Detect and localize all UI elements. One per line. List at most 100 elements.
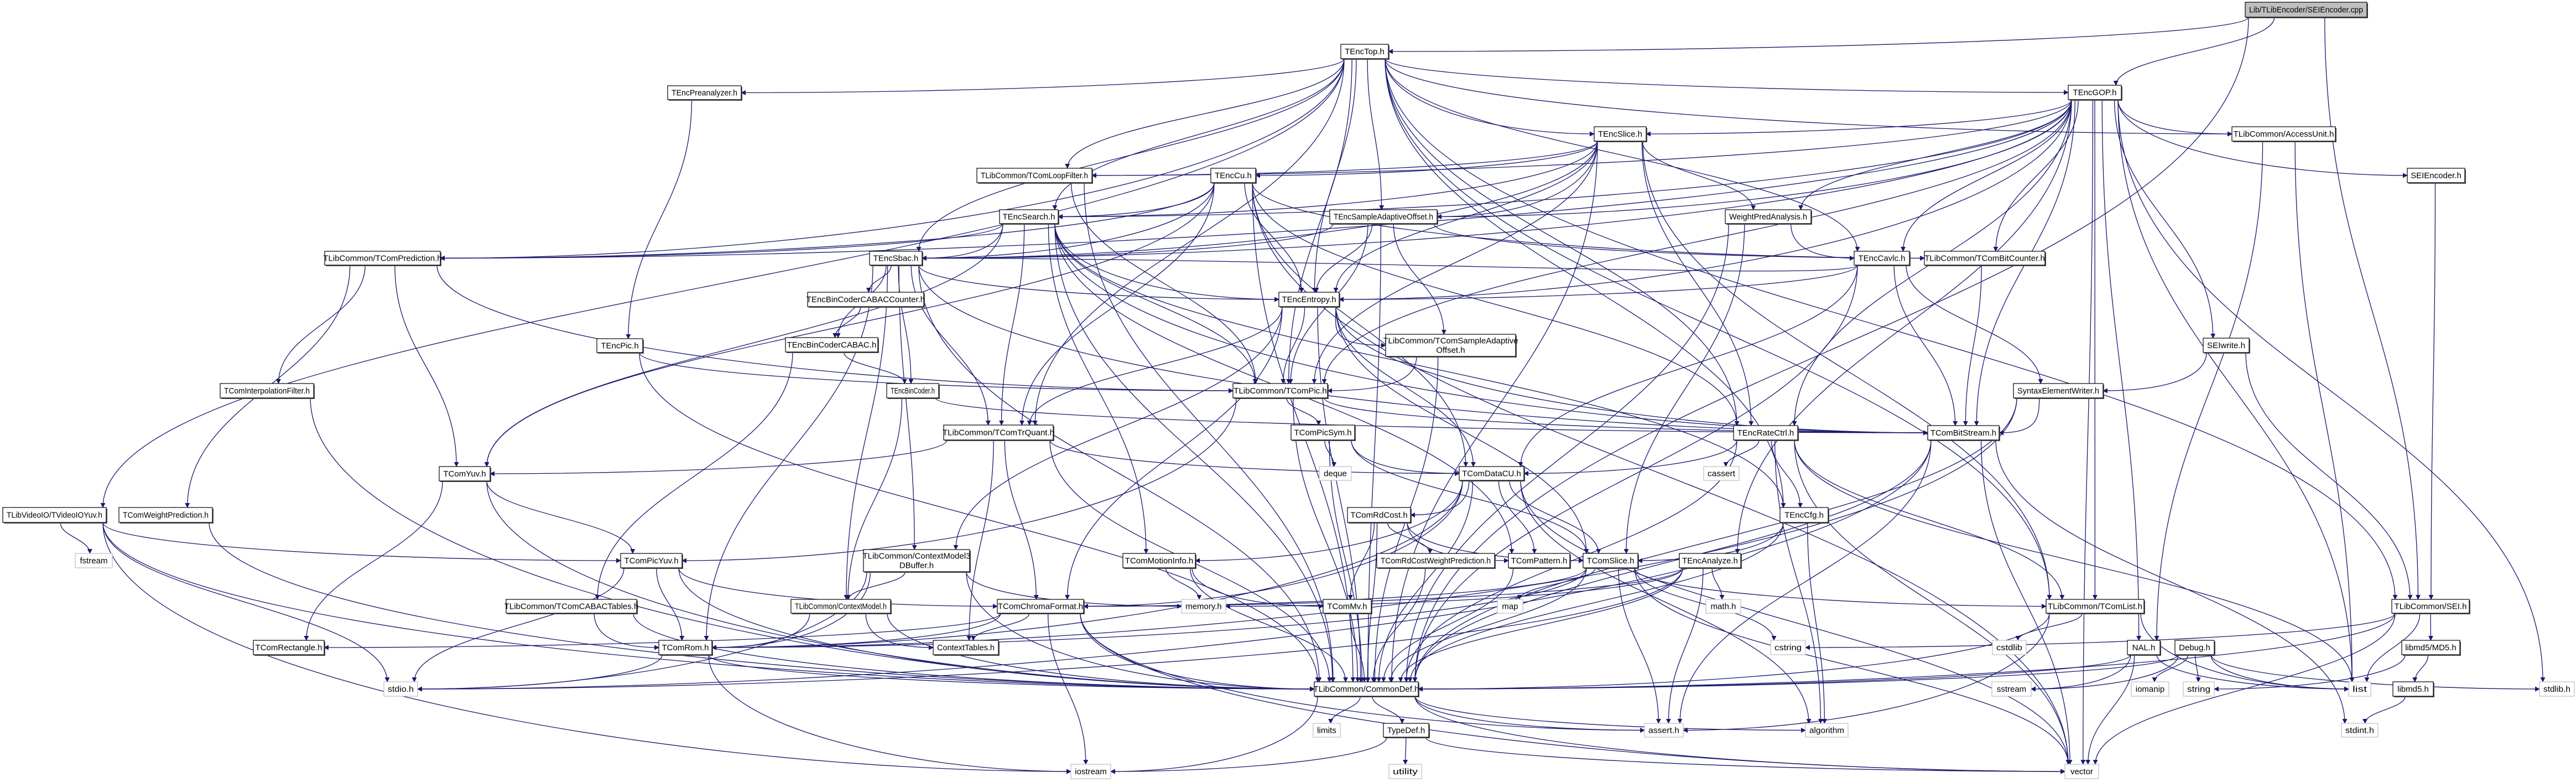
node-tencsampleadaptiveoffset-h[interactable]: TEncSampleAdaptiveOffset.h <box>1329 209 1438 225</box>
edge-ratectrl-to-algorithm <box>1774 439 1823 724</box>
node-label: stdlib.h <box>2543 685 2570 694</box>
node-tenctop-h[interactable]: TEncTop.h <box>1340 44 1390 60</box>
node-tencslice-h[interactable]: TEncSlice.h <box>1594 126 1647 142</box>
edge-top-to-slice <box>1385 58 1595 137</box>
node-label: TComMotionInfo.h <box>1125 556 1193 566</box>
node-lib-tlibencoder-seiencoder-cpp[interactable]: Lib/TLibEncoder/SEIEncoder.cpp <box>2245 2 2368 18</box>
edge-gop-to-search <box>1058 99 2072 219</box>
node-label: TEncGOP.h <box>2073 88 2117 97</box>
node-tenccavlc-h[interactable]: TEncCavlc.h <box>1854 251 1911 266</box>
node-label: ContextTables.h <box>937 643 995 652</box>
edge-search-to-pred <box>440 223 1003 261</box>
node-tcomslice-h[interactable]: TComSlice.h <box>1583 553 1639 569</box>
node-box <box>2401 640 2460 655</box>
edge-gop-to-seienc <box>2117 99 2408 178</box>
node-label: list <box>2353 685 2367 694</box>
node-weightpredanalysis-h[interactable]: WeightPredAnalysis.h <box>1725 209 1812 225</box>
node-tcompicsym-h[interactable]: TComPicSym.h <box>1290 424 1356 441</box>
node-seiwrite-h[interactable]: SEIwrite.h <box>2203 338 2250 354</box>
node-tencpreanalyzer-h[interactable]: TEncPreanalyzer.h <box>667 85 742 101</box>
edge-debug-to-stdlib <box>2210 654 2540 692</box>
edge-tvideo-to-fstream <box>60 522 92 554</box>
node-tencbincodercabac-h[interactable]: TEncBinCoderCABAC.h <box>785 337 879 353</box>
node-tlibcommon-contextmodel-h[interactable]: TLibCommon/ContextModel.h <box>790 599 892 614</box>
node-tencpic-h[interactable]: TEncPic.h <box>596 338 644 354</box>
node-tencsbac-h[interactable]: TEncSbac.h <box>869 251 923 266</box>
edge-chroma-to-iostream <box>1048 613 1089 765</box>
node-tcomrom-h[interactable]: TComRom.h <box>658 640 713 656</box>
edge-compic-to-commondef <box>1293 397 1360 682</box>
edge-pic-to-compic <box>639 352 1234 393</box>
node-tencentropy-h[interactable]: TEncEntropy.h <box>1278 292 1340 308</box>
edge-loop-to-commondef <box>1084 182 1336 682</box>
node-box <box>1314 681 1419 697</box>
node-tencgop-h[interactable]: TEncGOP.h <box>2068 85 2122 101</box>
node-tcomrectangle-h[interactable]: TComRectangle.h <box>253 640 325 656</box>
node-debug-h[interactable]: Debug.h <box>2174 640 2215 656</box>
node-tlibcommon-tcompic-h[interactable]: TLibCommon/TComPic.h <box>1232 383 1329 399</box>
node-box <box>1122 553 1196 568</box>
node-box <box>2046 599 2145 614</box>
node-box <box>1232 383 1328 398</box>
node-tlibvideoio-tvideoioyuv-h[interactable]: TLibVideoIO/TVideoIOYuv.h <box>2 507 107 524</box>
node-tenccu-h[interactable]: TEncCu.h <box>1210 168 1257 184</box>
node-stdio-h: stdio.h <box>383 681 418 697</box>
edge-analyze-to-math <box>1711 567 1725 600</box>
node-tlibcommon-tcomtrquant-h[interactable]: TLibCommon/TComTrQuant.h <box>943 424 1054 441</box>
node-tenccfg-h[interactable]: TEncCfg.h <box>1779 507 1829 524</box>
node-libmd5-md5-h[interactable]: libmd5/MD5.h <box>2401 640 2461 656</box>
node-label: Offset.h <box>1436 346 1465 355</box>
node-tencanalyze-h[interactable]: TEncAnalyze.h <box>1679 553 1742 569</box>
node-tcomweightprediction-h[interactable]: TComWeightPrediction.h <box>118 507 214 524</box>
edge-slice-to-cu <box>1255 141 1598 178</box>
node-tlibcommon-tcomprediction-h[interactable]: TLibCommon/TComPrediction.h <box>323 251 442 266</box>
node-tlibcommon-tcomlist-h[interactable]: TLibCommon/TComList.h <box>2046 599 2145 614</box>
node-tencbincoder-h[interactable]: TEncBinCoder.h <box>886 383 940 399</box>
node-syntaxelementwriter-h[interactable]: SyntaxElementWriter.h <box>2013 383 2104 399</box>
node-label: stdint.h <box>2345 726 2374 736</box>
node-libmd5-h[interactable]: libmd5.h <box>2392 681 2434 697</box>
node-tcommotioninfo-h[interactable]: TComMotionInfo.h <box>1122 553 1196 569</box>
edge-cu-to-ratectrl <box>1252 182 1740 426</box>
node-tcompattern-h[interactable]: TComPattern.h <box>1508 553 1571 569</box>
node-label: Debug.h <box>2179 643 2210 652</box>
edge-commondef-to-limits <box>1328 696 1361 724</box>
node-cassert: cassert <box>1703 466 1740 481</box>
edge-typedef-to-iostream <box>1110 737 1387 774</box>
edge-gop-to-compic <box>1321 99 2072 384</box>
node-tlibcommon-tcomloopfilter-h[interactable]: TLibCommon/TComLoopFilter.h <box>976 168 1093 184</box>
edge-rom-to-commondef <box>708 654 1315 692</box>
edge-slicec-to-map <box>1517 567 1596 600</box>
node-box <box>1594 126 1647 142</box>
node-nal-h[interactable]: NAL.h <box>2127 640 2161 656</box>
node-tcombitstream-h[interactable]: TComBitStream.h <box>1927 425 2000 441</box>
node-label: TEncCfg.h <box>1784 511 1824 520</box>
node-tcommv-h[interactable]: TComMv.h <box>1323 599 1372 614</box>
node-tcompicyuv-h[interactable]: TComPicYuv.h <box>620 553 683 569</box>
node-typedef-h[interactable]: TypeDef.h <box>1383 723 1430 738</box>
node-tcominterpolationfilter-h[interactable]: TComInterpolationFilter.h <box>220 383 315 399</box>
node-tcomyuv-h[interactable]: TComYuv.h <box>439 466 491 482</box>
node-list: list <box>2348 681 2371 697</box>
node-tcomrdcost-h[interactable]: TComRdCost.h <box>1347 507 1412 524</box>
node-tcomdatacu-h[interactable]: TComDataCU.h <box>1459 466 1525 481</box>
node-tcomchromaformat-h[interactable]: TComChromaFormat.h <box>997 599 1085 614</box>
node-tencbincodercabaccounter-h[interactable]: TEncBinCoderCABACCounter.h <box>806 292 925 308</box>
node-tcomrdcostweightprediction-h[interactable]: TComRdCostWeightPrediction.h <box>1376 553 1496 569</box>
node-box <box>383 681 418 697</box>
node-tlibcommon-tcombitcounter-h[interactable]: TLibCommon/TComBitCounter.h <box>1924 251 2046 266</box>
node-tlibcommon-tcomcabactables-h[interactable]: TLibCommon/TComCABACTables.h <box>504 599 639 614</box>
node-tlibcommon-accessunit-h[interactable]: TLibCommon/AccessUnit.h <box>2231 126 2336 142</box>
node-tlibcommon-commondef-h[interactable]: TLibCommon/CommonDef.h <box>1314 681 1419 697</box>
node-tencsearch-h[interactable]: TEncSearch.h <box>999 209 1059 225</box>
node-contexttables-h[interactable]: ContextTables.h <box>933 640 1000 656</box>
node-seiencoder-h[interactable]: SEIEncoder.h <box>2407 168 2466 184</box>
edge-commondef-to-asserth <box>1414 696 1645 733</box>
edge-ctx3d-to-ctx <box>846 571 906 600</box>
node-tencratectrl-h[interactable]: TEncRateCtrl.h <box>1733 425 1799 441</box>
node-box <box>1323 599 1372 614</box>
node-tlibcommon-sei-h[interactable]: TLibCommon/SEI.h <box>2391 599 2470 614</box>
node-label: TypeDef.h <box>1387 726 1425 736</box>
